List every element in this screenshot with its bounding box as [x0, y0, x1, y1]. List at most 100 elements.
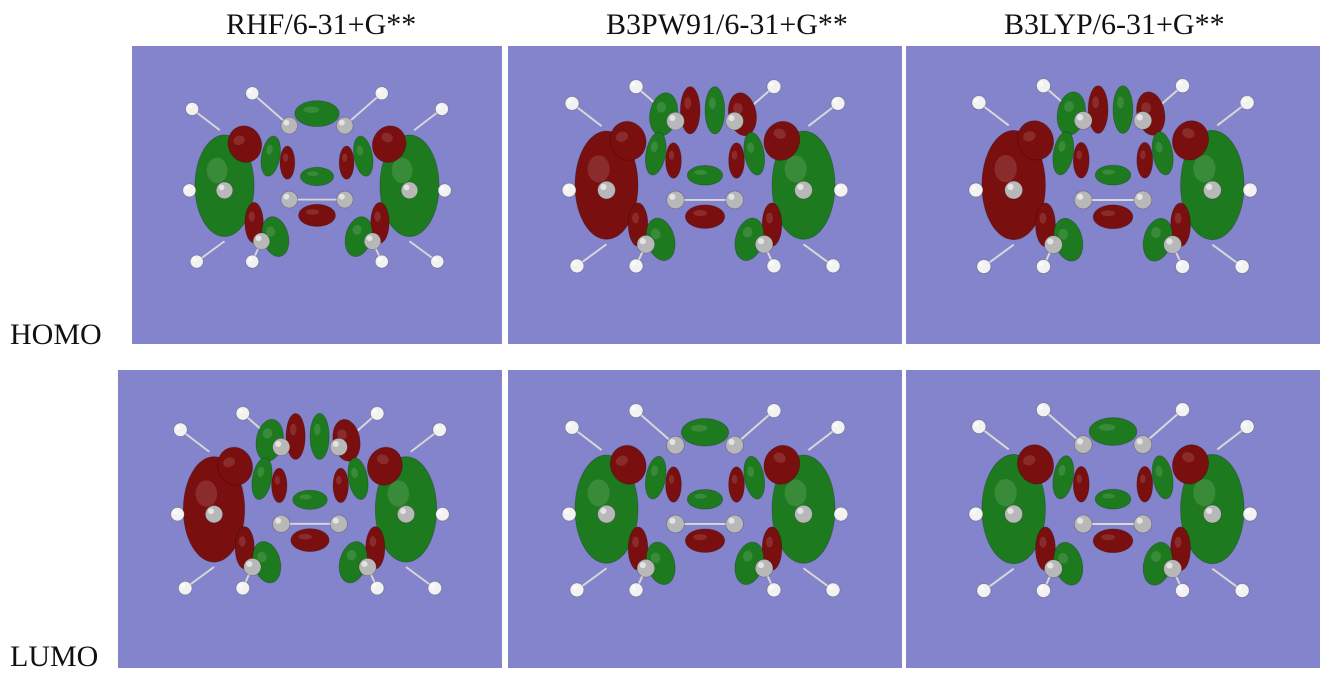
hydrogen-atom: [427, 581, 442, 596]
ring-lobe: [1171, 444, 1210, 485]
hydrogen-atom: [1036, 402, 1051, 418]
central-lobe: [1092, 528, 1134, 554]
ring-lobe: [217, 446, 254, 486]
central-lobe: [686, 165, 724, 186]
ring-lobe: [1072, 465, 1090, 503]
hydrogen-atom: [825, 258, 841, 274]
hydrogen-atom: [1175, 583, 1190, 598]
hydrogen-atom: [245, 86, 260, 101]
top-lobe: [680, 418, 730, 447]
ring-lobe: [1016, 444, 1055, 485]
hydrogen-atom: [1036, 259, 1051, 274]
hydrogen-atom: [1036, 78, 1051, 94]
hydrogen-atom: [370, 406, 385, 421]
ring-lobe: [332, 467, 349, 504]
hydrogen-atom: [569, 582, 585, 598]
hydrogen-atom: [833, 182, 849, 198]
hydrogen-atom: [437, 183, 452, 198]
carbon-atom: [204, 505, 224, 524]
carbon-atom: [1073, 435, 1093, 454]
hydrogen-atom: [628, 403, 644, 418]
orbital-render: [561, 403, 849, 598]
ring-lobe: [609, 444, 647, 485]
ring-lobe: [366, 446, 403, 486]
hydrogen-atom: [968, 182, 984, 198]
molecule: [170, 406, 450, 596]
hydrogen-atom: [435, 102, 449, 116]
carbon-atom: [725, 514, 744, 534]
carbon-atom: [243, 557, 262, 577]
hydrogen-atom: [374, 254, 389, 269]
hydrogen-atom: [766, 582, 782, 598]
molecule: [561, 403, 849, 598]
hydrogen-atom: [561, 506, 577, 522]
carbon-atom: [1004, 180, 1024, 200]
ring-lobe: [1171, 120, 1210, 161]
hydrogen-atom: [1036, 583, 1051, 598]
top-lobe: [1112, 85, 1134, 134]
hydrogen-atom: [430, 254, 445, 269]
top-lobe: [1088, 417, 1138, 446]
carbon-atom: [666, 190, 685, 210]
ring-lobe: [763, 444, 801, 485]
top-lobe: [294, 100, 340, 127]
top-lobe: [704, 86, 726, 135]
ring-lobe: [743, 131, 766, 176]
hydrogen-atom: [185, 102, 199, 116]
hydrogen-atom: [830, 420, 846, 435]
hydrogen-atom: [1234, 259, 1250, 274]
ring-lobe: [1136, 465, 1154, 503]
carbon-atom: [1133, 111, 1153, 130]
carbon-atom: [1073, 111, 1093, 130]
carbon-atom: [794, 504, 813, 524]
carbon-atom: [280, 116, 298, 135]
orbital-render: [561, 79, 849, 274]
carbon-atom: [794, 180, 813, 200]
carbon-atom: [636, 558, 656, 578]
hydrogen-atom: [245, 254, 260, 269]
row-label-lumo: LUMO: [10, 640, 99, 673]
ring-lobe: [665, 466, 682, 503]
hydrogen-atom: [1175, 402, 1190, 418]
molecule: [968, 78, 1258, 274]
orbital-render: [968, 78, 1258, 274]
hydrogen-atom: [628, 258, 644, 274]
molecule: [561, 79, 849, 274]
carbon-atom: [1073, 514, 1093, 534]
hydrogen-atom: [564, 96, 580, 111]
carbon-atom: [1163, 235, 1182, 255]
hydrogen-atom: [830, 96, 846, 111]
ring-lobe: [1136, 141, 1154, 179]
carbon-atom: [280, 190, 298, 209]
top-lobe: [309, 413, 330, 460]
hydrogen-atom: [1242, 182, 1258, 198]
ring-lobe: [347, 457, 369, 500]
orbital-panel-homo-b3lyp: [906, 46, 1320, 344]
hydrogen-atom: [766, 258, 782, 274]
ring-lobe: [1016, 120, 1055, 161]
orbital-render: [968, 402, 1258, 598]
hydrogen-atom: [189, 254, 204, 269]
ring-lobe: [251, 457, 273, 500]
carbon-atom: [336, 190, 354, 209]
ring-lobe: [1052, 131, 1075, 176]
orbital-panel-homo-b3pw91: [508, 46, 902, 344]
carbon-atom: [272, 437, 291, 457]
ring-lobe: [1151, 455, 1174, 500]
carbon-atom: [1044, 559, 1063, 579]
carbon-atom: [597, 180, 616, 200]
ring-lobe: [644, 131, 667, 176]
carbon-atom: [754, 234, 774, 254]
hydrogen-atom: [1242, 506, 1258, 522]
column-title-rhf: RHF/6-31+G**: [226, 8, 417, 41]
central-lobe: [298, 203, 336, 227]
carbon-atom: [329, 514, 348, 533]
ring-lobe: [271, 467, 288, 504]
carbon-atom: [336, 116, 354, 135]
ring-lobe: [743, 455, 766, 500]
hydrogen-atom: [170, 507, 185, 522]
ring-lobe: [644, 455, 667, 500]
hydrogen-atom: [968, 506, 984, 522]
ring-lobe: [728, 142, 745, 179]
hydrogen-atom: [628, 582, 644, 598]
